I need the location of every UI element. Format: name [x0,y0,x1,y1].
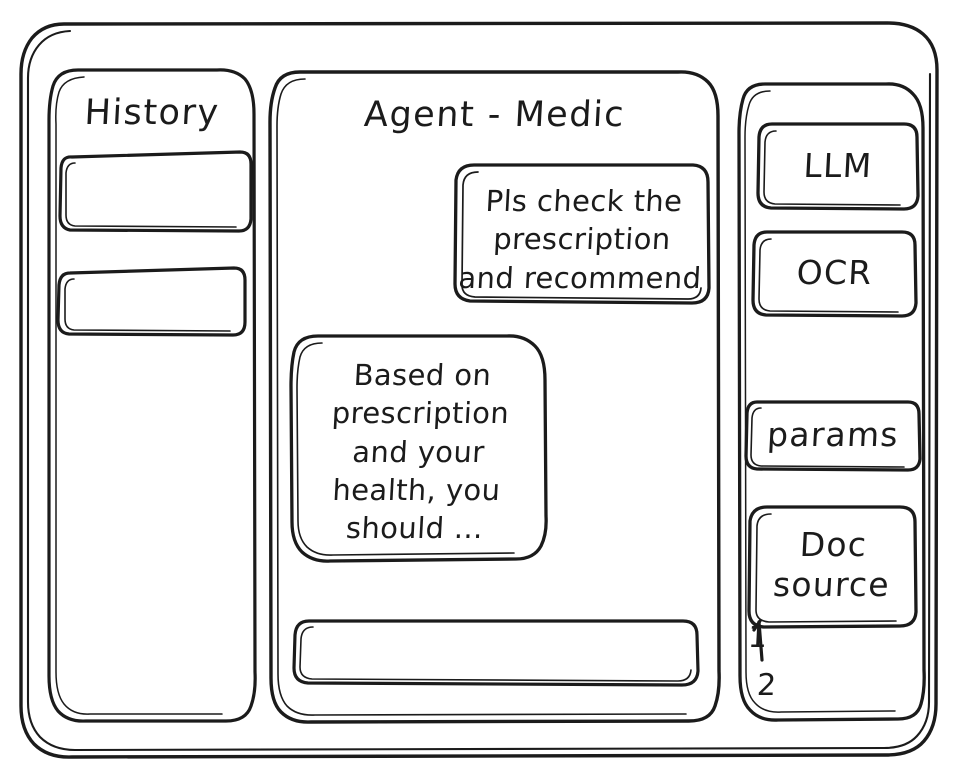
doc-source-marker-1[interactable]: 1 [747,620,769,655]
message-bubble-user: Pls check the prescription and recommend [455,165,709,303]
history-item-2[interactable] [58,268,245,335]
message-bubble-agent: Based on prescription and your health, y… [291,336,546,561]
message-composer-input[interactable] [294,621,698,685]
history-panel-title: History [83,93,221,133]
chip-llm[interactable]: LLM [758,124,918,209]
chip-ocr-label: OCR [795,253,874,292]
chip-llm-label: LLM [802,146,874,185]
chip-params[interactable]: params [746,402,920,470]
chip-ocr[interactable]: OCR [753,232,916,316]
chip-doc-source-label: Doc source [772,525,891,605]
page-title: Agent - Medic [363,95,627,135]
history-item-1[interactable] [60,152,251,231]
chip-params-label: params [766,415,900,454]
message-bubble-user-text: Pls check the prescription and recommend [457,184,703,295]
message-bubble-agent-text: Based on prescription and your health, y… [330,358,511,546]
doc-source-marker-2[interactable]: 2 [756,668,778,703]
chip-doc-source[interactable]: Doc source [749,507,916,627]
